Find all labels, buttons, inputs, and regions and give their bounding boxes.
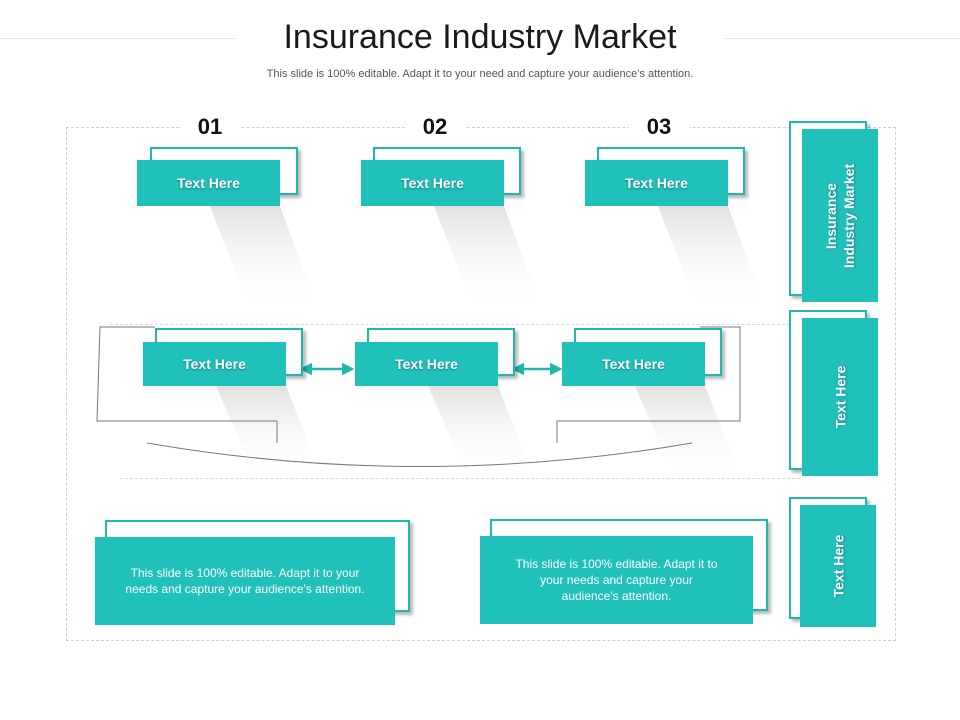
side-box-2: Text Here (802, 318, 878, 476)
step-number-3: 03 (629, 114, 689, 140)
cast-shadow (216, 386, 322, 478)
side-box-1-label: Insurance Industry Market (822, 163, 858, 267)
side-box-3: Text Here (800, 505, 876, 627)
side-box-1: Insurance Industry Market (802, 129, 878, 302)
cast-shadow (434, 206, 542, 310)
bottom-curve (146, 442, 693, 467)
description-box-1: This slide is 100% editable. Adapt it to… (95, 537, 395, 625)
title-rule-right (725, 38, 960, 39)
step-number-1: 01 (180, 114, 240, 140)
left-bracket (96, 326, 278, 443)
flow-box-2: Text Here (355, 342, 498, 386)
row-divider-1 (110, 324, 800, 325)
cast-shadow (428, 386, 534, 478)
description-box-2: This slide is 100% editable. Adapt it to… (480, 536, 753, 624)
side-box-1-line2: Industry Market (841, 163, 857, 268)
cast-shadow (210, 206, 318, 310)
side-box-3-label: Text Here (830, 534, 846, 598)
step-box-3: Text Here (585, 160, 728, 206)
row-divider-2 (120, 478, 800, 479)
cast-shadow (658, 206, 766, 310)
diagram-frame (66, 127, 896, 641)
right-bracket (556, 326, 741, 443)
page-subtitle: This slide is 100% editable. Adapt it to… (266, 68, 694, 80)
flow-box-3: Text Here (562, 342, 705, 386)
title-rule-left (0, 38, 235, 39)
step-box-1: Text Here (137, 160, 280, 206)
side-box-2-label: Text Here (832, 365, 848, 429)
cast-shadow (635, 386, 741, 478)
step-number-2: 02 (405, 114, 465, 140)
side-box-1-line1: Insurance (823, 182, 839, 249)
flow-box-1: Text Here (143, 342, 286, 386)
page-title: Insurance Industry Market (283, 18, 677, 56)
step-box-2: Text Here (361, 160, 504, 206)
